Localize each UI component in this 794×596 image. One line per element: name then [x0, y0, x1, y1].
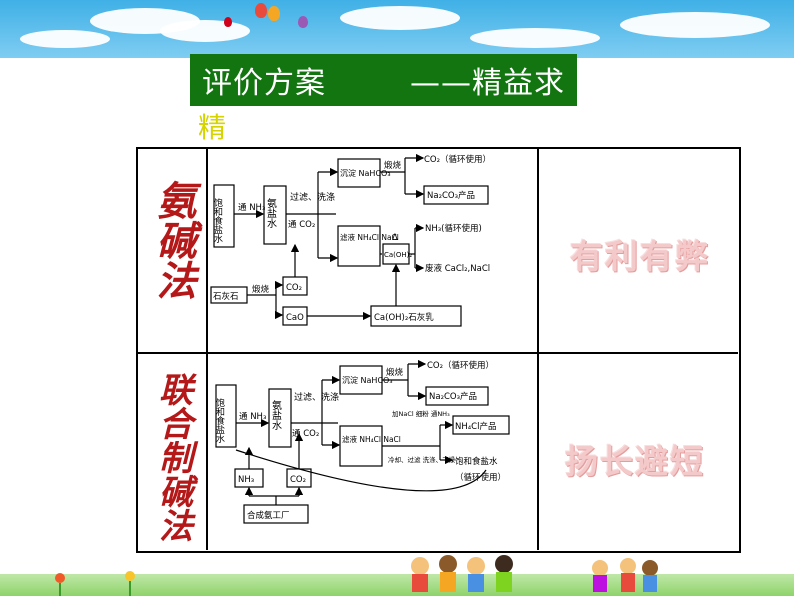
label-step-co2: 通 CO₂	[288, 219, 315, 230]
cloud-icon	[20, 30, 110, 48]
label-filtrate: 滤液 NH₄Cl NaCl	[342, 434, 401, 444]
page-subtitle: ——精益求	[410, 66, 565, 101]
label-filter-wash: 过滤、洗涤	[294, 391, 339, 403]
comparison-table	[136, 147, 741, 553]
box-nh4cl-product	[452, 415, 510, 435]
label-brine-recycle: 饱和食盐水	[455, 456, 498, 467]
box-filtrate	[339, 425, 383, 467]
label-step-co2: 通 CO₂	[292, 428, 319, 439]
box-ammonia-brine	[268, 388, 292, 448]
balloon-icon	[224, 17, 232, 27]
evaluation-pros-cons: 有利有弊	[570, 237, 710, 276]
label-caoh2-small: Ca(OH)₂	[384, 251, 412, 259]
box-precipitate	[337, 158, 381, 188]
page-title: 评价方案	[202, 66, 326, 101]
method-text: 氨碱法	[149, 180, 197, 300]
table-divider	[537, 148, 539, 550]
box-lime-milk	[370, 305, 462, 327]
label-add-nacl: 加NaCl 细粉 通NH₃	[392, 409, 450, 418]
page-subtitle-wrap: 精	[198, 111, 227, 144]
label-nh3-recycle: NH₃(循环使用)	[425, 223, 482, 234]
label-nh3: NH₃	[238, 475, 254, 485]
balloon-icon	[255, 3, 267, 18]
balloon-icon	[268, 6, 280, 21]
label-co2-recycle: CO₂（循环使用）	[427, 360, 494, 371]
label-brine-recycle-note: （循环使用）	[455, 472, 506, 483]
box-brine	[213, 184, 235, 248]
method-name-ammonia-soda: 氨碱法	[145, 180, 200, 300]
label-waste: 废液 CaCl₂,NaCl	[425, 263, 490, 274]
label-calcine: 煅烧	[386, 367, 404, 378]
method-name-combined: 联合制碱法	[145, 372, 200, 542]
label-co2: CO₂	[290, 475, 306, 485]
label-step-nh3: 通 NH₃	[239, 411, 266, 422]
label-step-nh3: 通 NH₃	[238, 202, 265, 213]
label-precipitate: 沉淀 NaHCO₃	[340, 168, 391, 178]
label-co2: CO₂	[286, 283, 302, 293]
label-ammonia-plant: 合成氨工厂	[247, 510, 290, 521]
label-product: Na₂CO₃产品	[429, 391, 477, 402]
table-row-divider	[137, 352, 738, 354]
box-brine	[215, 384, 237, 448]
label-precipitate: 沉淀 NaHCO₃	[342, 375, 393, 385]
method-text: 联合制碱法	[152, 372, 193, 542]
label-delta: Δ	[392, 233, 398, 243]
cloud-icon	[470, 28, 600, 48]
label-product: Na₂CO₃产品	[427, 190, 475, 201]
box-ammonia-brine	[263, 185, 287, 245]
label-nh4cl-product: NH₄Cl产品	[455, 421, 496, 432]
label-filtrate: 滤液 NH₄Cl NaCl	[340, 232, 399, 242]
label-calcine: 煅烧	[384, 160, 402, 171]
box-soda-product	[425, 386, 489, 406]
title-banner	[190, 54, 577, 106]
label-raw: 饱和食盐水	[214, 397, 225, 443]
flower-icon	[55, 571, 135, 596]
label-limestone: 石灰石	[213, 291, 239, 302]
label-cool-filter: 冷却、过滤 洗涤、干燥	[388, 455, 456, 464]
kids-icon	[411, 555, 658, 592]
evaluation-strengths: 扬长避短	[565, 442, 705, 481]
label-raw: 饱和食盐水	[212, 197, 223, 243]
balloon-icon	[298, 16, 308, 28]
label-cao: CaO	[286, 313, 304, 323]
cloud-icon	[340, 6, 460, 30]
label-co2-recycle: CO₂（循环使用）	[424, 154, 491, 165]
label-ammonia-brine: 氨盐水	[265, 197, 277, 228]
label-filter-wash: 过滤、洗涤	[290, 191, 335, 203]
label-calcine2: 煅烧	[252, 284, 270, 295]
label-ammonia-brine: 氨盐水	[270, 399, 282, 430]
cloud-icon	[620, 12, 770, 38]
label-lime-milk: Ca(OH)₂石灰乳	[374, 312, 434, 323]
box-filtrate	[337, 225, 381, 267]
table-divider	[206, 148, 208, 550]
box-soda-product	[423, 185, 489, 205]
